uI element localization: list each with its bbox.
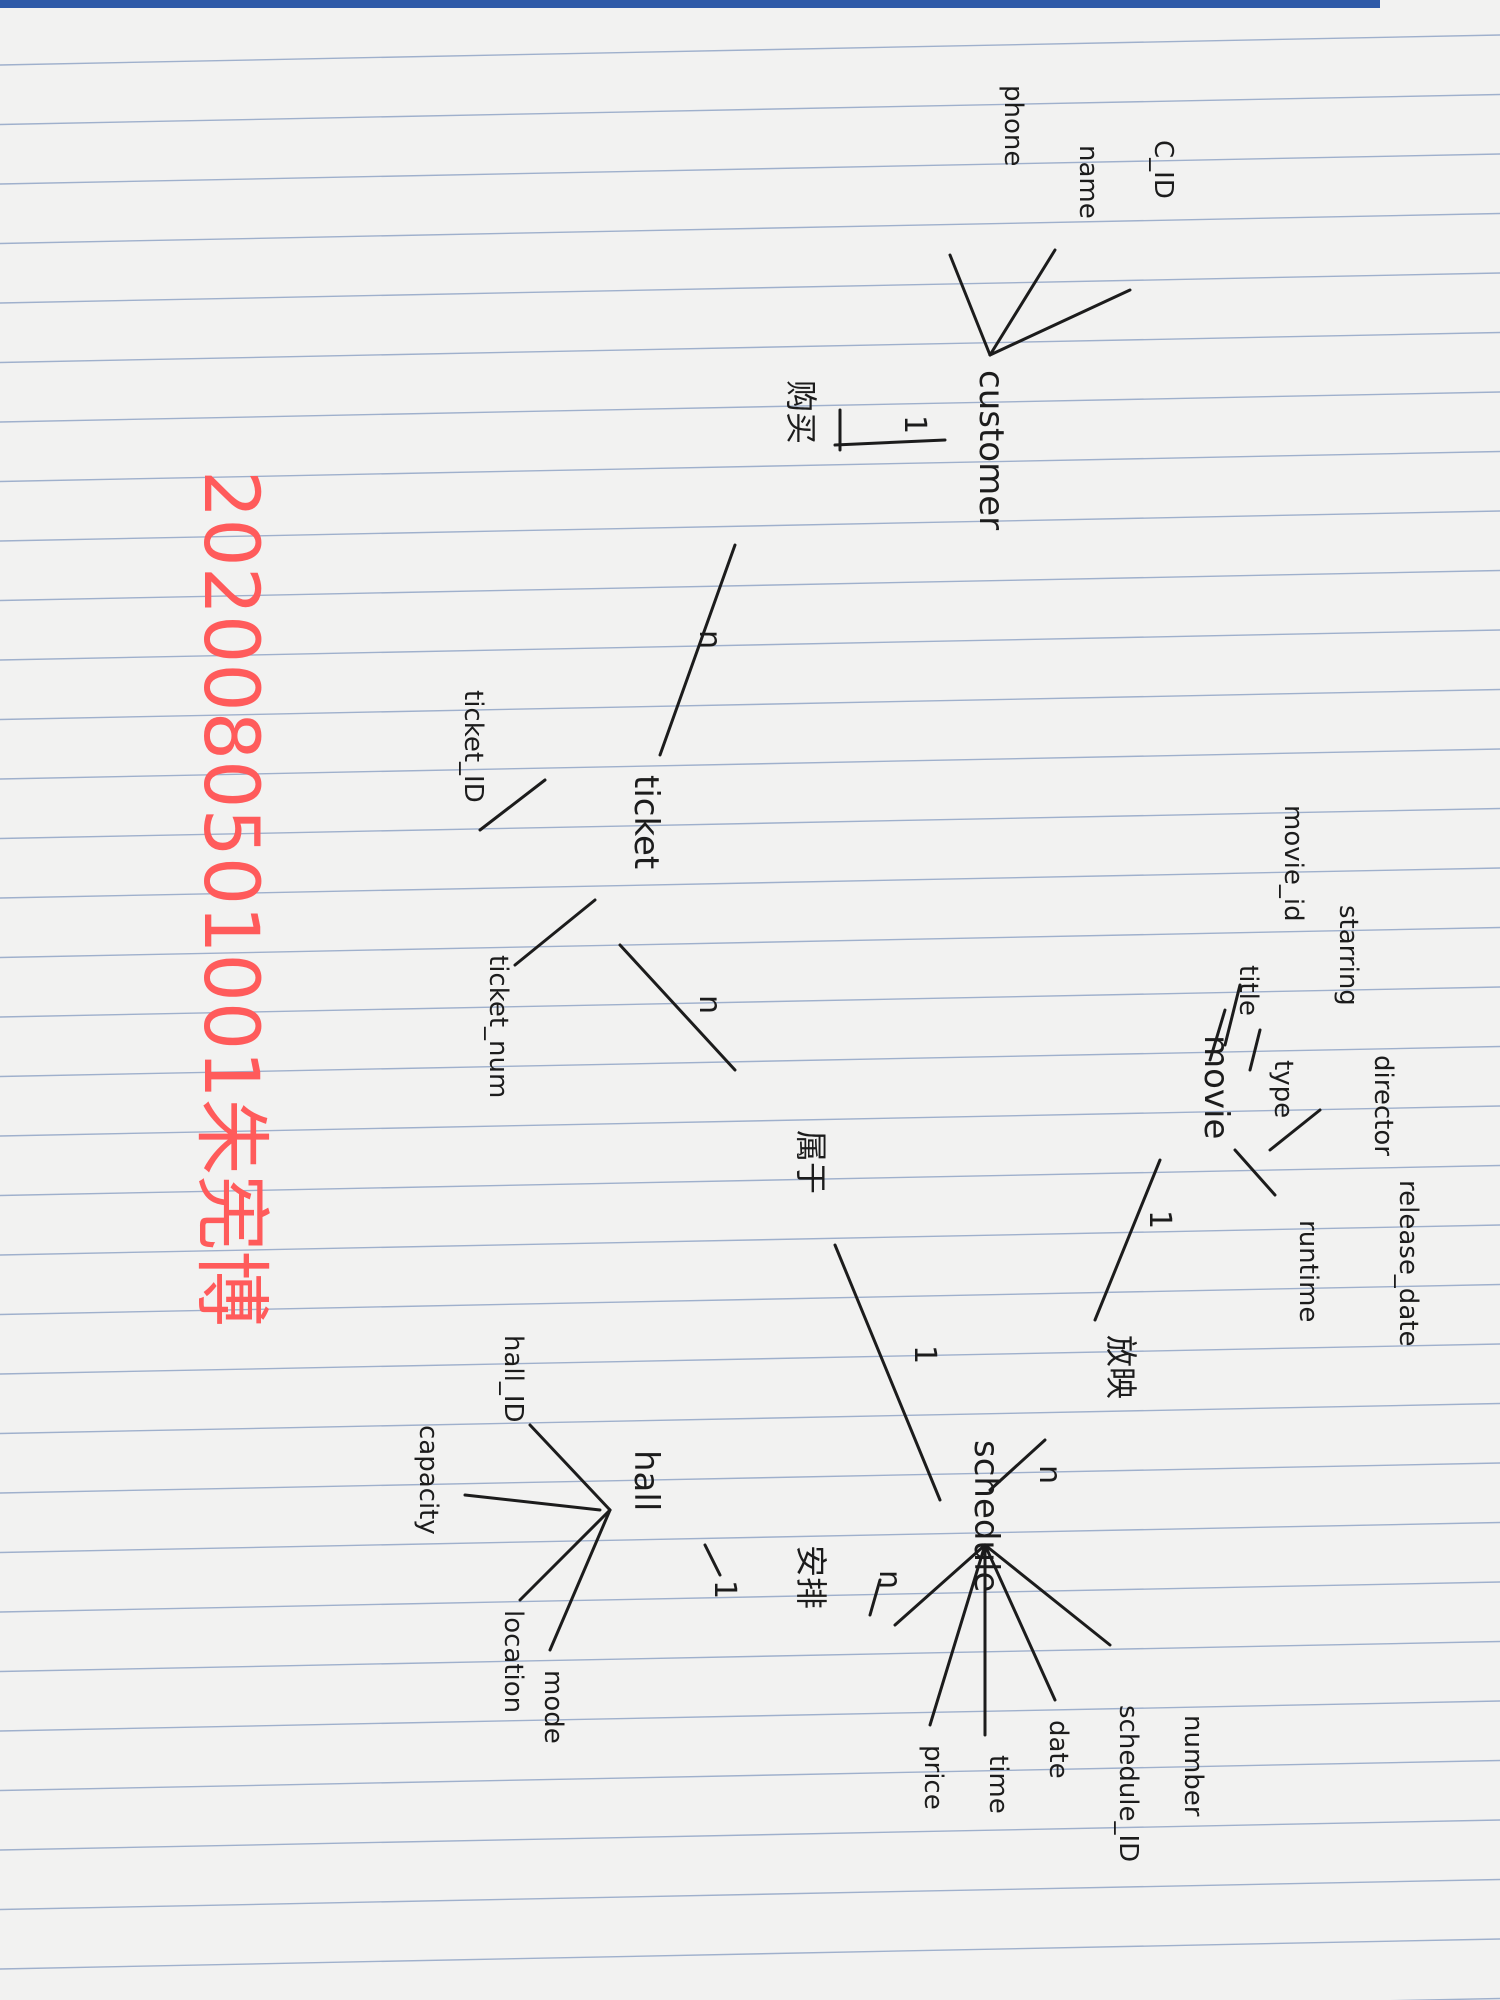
- ruled-line: [0, 1759, 1500, 1792]
- ruled-line: [0, 1045, 1500, 1078]
- ruled-line: [0, 1462, 1500, 1494]
- ruled-line: [0, 569, 1500, 602]
- ruled-line: [0, 1105, 1500, 1137]
- card-screen-schedule: n: [1032, 1465, 1067, 1484]
- relationship-buy: 购买: [782, 380, 820, 444]
- entity-schedule: schedule: [966, 1440, 1006, 1592]
- ruled-line: [0, 391, 1500, 423]
- ruled-line: [0, 1700, 1500, 1732]
- relationship-arrange: 安排: [792, 1545, 830, 1609]
- attr-movie-id: movie_id: [1278, 805, 1308, 922]
- attr-movie-runtime: runtime: [1293, 1220, 1323, 1322]
- ruled-line: [0, 1343, 1500, 1375]
- ruled-line: [0, 1640, 1500, 1673]
- ruled-line: [0, 986, 1500, 1018]
- attr-hall-mode: mode: [538, 1670, 568, 1744]
- entity-movie: movie: [1196, 1035, 1236, 1139]
- relationship-belong: 属于: [792, 1130, 830, 1194]
- connector-lines: [463, 248, 1322, 1737]
- relationship-screen: 放映: [1102, 1335, 1140, 1399]
- ruled-lines: [0, 34, 1500, 2000]
- entity-hall: hall: [626, 1450, 666, 1511]
- ruled-line: [0, 153, 1500, 185]
- ruled-line: [0, 1224, 1500, 1256]
- card-ticket-belong: n: [692, 995, 727, 1014]
- ruled-line: [0, 1521, 1500, 1554]
- ruled-line: [0, 212, 1500, 245]
- ruled-line: [0, 1283, 1500, 1316]
- ruled-line: [0, 688, 1500, 721]
- attr-customer-c-id: C_ID: [1148, 140, 1178, 199]
- attr-schedule-number: number: [1178, 1715, 1208, 1817]
- ruled-line: [0, 1402, 1500, 1435]
- attr-schedule-price: price: [918, 1745, 948, 1810]
- attr-hall-location: location: [498, 1610, 528, 1713]
- attr-customer-phone: phone: [998, 85, 1028, 166]
- attr-movie-type: type: [1268, 1060, 1298, 1118]
- card-movie-screen: 1: [1142, 1210, 1177, 1229]
- attr-movie-release-date: release_date: [1393, 1180, 1423, 1346]
- card-arrange-hall: 1: [707, 1580, 742, 1599]
- ruled-line: [0, 1581, 1500, 1613]
- attr-ticket-id: ticket_ID: [458, 690, 488, 803]
- ruled-line: [0, 1878, 1500, 1911]
- ruled-line: [0, 1164, 1500, 1197]
- ruled-line: [0, 34, 1500, 66]
- top-edge-bar: [0, 0, 1380, 8]
- ruled-line: [0, 1938, 1500, 1970]
- attr-schedule-id: schedule_ID: [1113, 1705, 1143, 1862]
- ruled-line: [0, 331, 1500, 364]
- attr-movie-title: title: [1233, 965, 1263, 1016]
- card-schedule-arrange: n: [872, 1570, 907, 1589]
- entity-customer: customer: [971, 370, 1011, 530]
- attr-ticket-num: ticket_num: [483, 955, 513, 1098]
- ruled-line: [0, 807, 1500, 840]
- ruled-line: [0, 272, 1500, 304]
- ruled-line: [0, 629, 1500, 661]
- ruled-line: [0, 926, 1500, 959]
- ruled-line: [0, 867, 1500, 899]
- card-buy-ticket: n: [692, 630, 727, 649]
- attr-hall-id: hall_ID: [498, 1335, 528, 1423]
- attr-hall-capacity: capacity: [413, 1425, 443, 1535]
- ruled-line: [0, 450, 1500, 483]
- ruled-line: [0, 1819, 1500, 1851]
- attr-schedule-time: time: [983, 1755, 1013, 1814]
- ruled-line: [0, 748, 1500, 780]
- attr-schedule-date: date: [1043, 1720, 1073, 1779]
- ruled-line: [0, 93, 1500, 126]
- attr-customer-name: name: [1073, 145, 1103, 219]
- card-belong-schedule: 1: [907, 1345, 942, 1364]
- card-customer-buy: 1: [897, 415, 932, 434]
- student-id-stamp: 2020080501001朱宪博: [187, 470, 276, 1327]
- attr-movie-director: director: [1368, 1055, 1398, 1156]
- ruled-line: [0, 510, 1500, 542]
- entity-ticket: ticket: [626, 775, 666, 869]
- attr-movie-starring: starring: [1333, 905, 1363, 1006]
